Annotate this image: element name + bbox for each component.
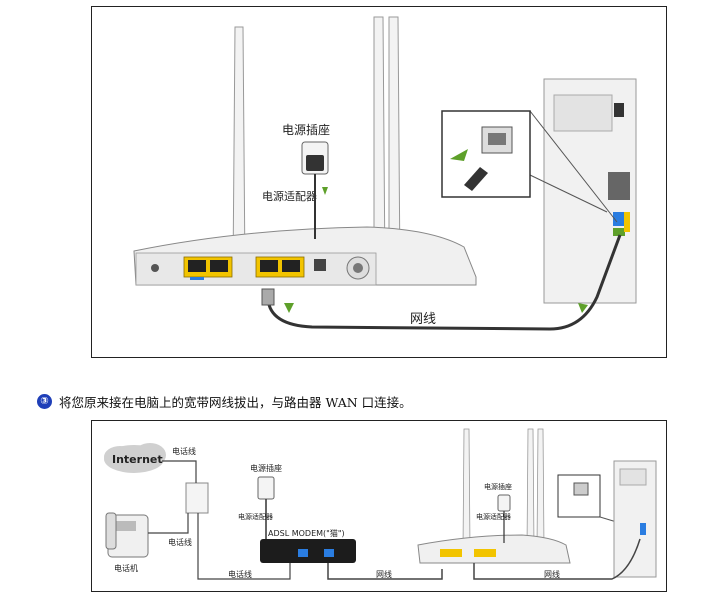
router-body bbox=[133, 226, 477, 286]
phone-line-label-bottom: 电话线 bbox=[228, 569, 252, 579]
port-zoom-callout-small bbox=[557, 474, 601, 518]
step-number-badge: ③ bbox=[37, 394, 52, 409]
power-adapter-label-right: 电源适配器 bbox=[476, 512, 511, 521]
adsl-modem: ADSL MODEM("猫") bbox=[260, 528, 356, 563]
power-adapter-label-left: 电源适配器 bbox=[238, 512, 273, 521]
cable-label-right: 网线 bbox=[544, 569, 560, 579]
telephone bbox=[105, 512, 149, 558]
network-cable: 网线 bbox=[261, 234, 622, 331]
port-zoom-callout bbox=[441, 110, 618, 223]
internet-cloud: Internet bbox=[104, 443, 166, 473]
power-adapter-label: 电源适配器 bbox=[262, 189, 317, 203]
phone-line-label-mid: 电话线 bbox=[168, 537, 192, 547]
router-antennas bbox=[232, 16, 401, 276]
router-to-pc-diagram: 电源插座 电源适配器 bbox=[91, 6, 667, 358]
cable-label-mid: 网线 bbox=[376, 569, 392, 579]
step-3-instruction: ③ 将您原来接在电脑上的宽带网线拔出，与路由器 WAN 口连接。 bbox=[37, 392, 412, 411]
pc-tower-small bbox=[613, 460, 657, 578]
adsl-connection-diagram: Internet 电话线 电话机 电话线 电话线 电源插座 电源适配器 ADSL… bbox=[91, 420, 667, 592]
phone-label: 电话机 bbox=[114, 563, 138, 573]
internet-label: Internet bbox=[112, 453, 163, 466]
cable-label: 网线 bbox=[410, 312, 436, 327]
pc-tower bbox=[543, 78, 637, 304]
splitter bbox=[185, 482, 209, 514]
router-to-pc-illustration: 电源插座 电源适配器 bbox=[133, 16, 637, 331]
router bbox=[417, 428, 571, 564]
step-3-text: 将您原来接在电脑上的宽带网线拔出，与路由器 WAN 口连接。 bbox=[59, 395, 412, 410]
modem-label: ADSL MODEM("猫") bbox=[268, 528, 345, 538]
power-socket-label-left: 电源插座 bbox=[250, 463, 282, 473]
power-socket-label-right: 电源插座 bbox=[484, 482, 512, 491]
phone-line-label-top: 电话线 bbox=[172, 446, 196, 456]
power-socket-label: 电源插座 bbox=[282, 122, 330, 137]
adsl-connection-illustration: Internet 电话线 电话机 电话线 电话线 电源插座 电源适配器 ADSL… bbox=[104, 428, 657, 580]
power-socket-adapter: 电源插座 电源适配器 bbox=[262, 122, 330, 239]
